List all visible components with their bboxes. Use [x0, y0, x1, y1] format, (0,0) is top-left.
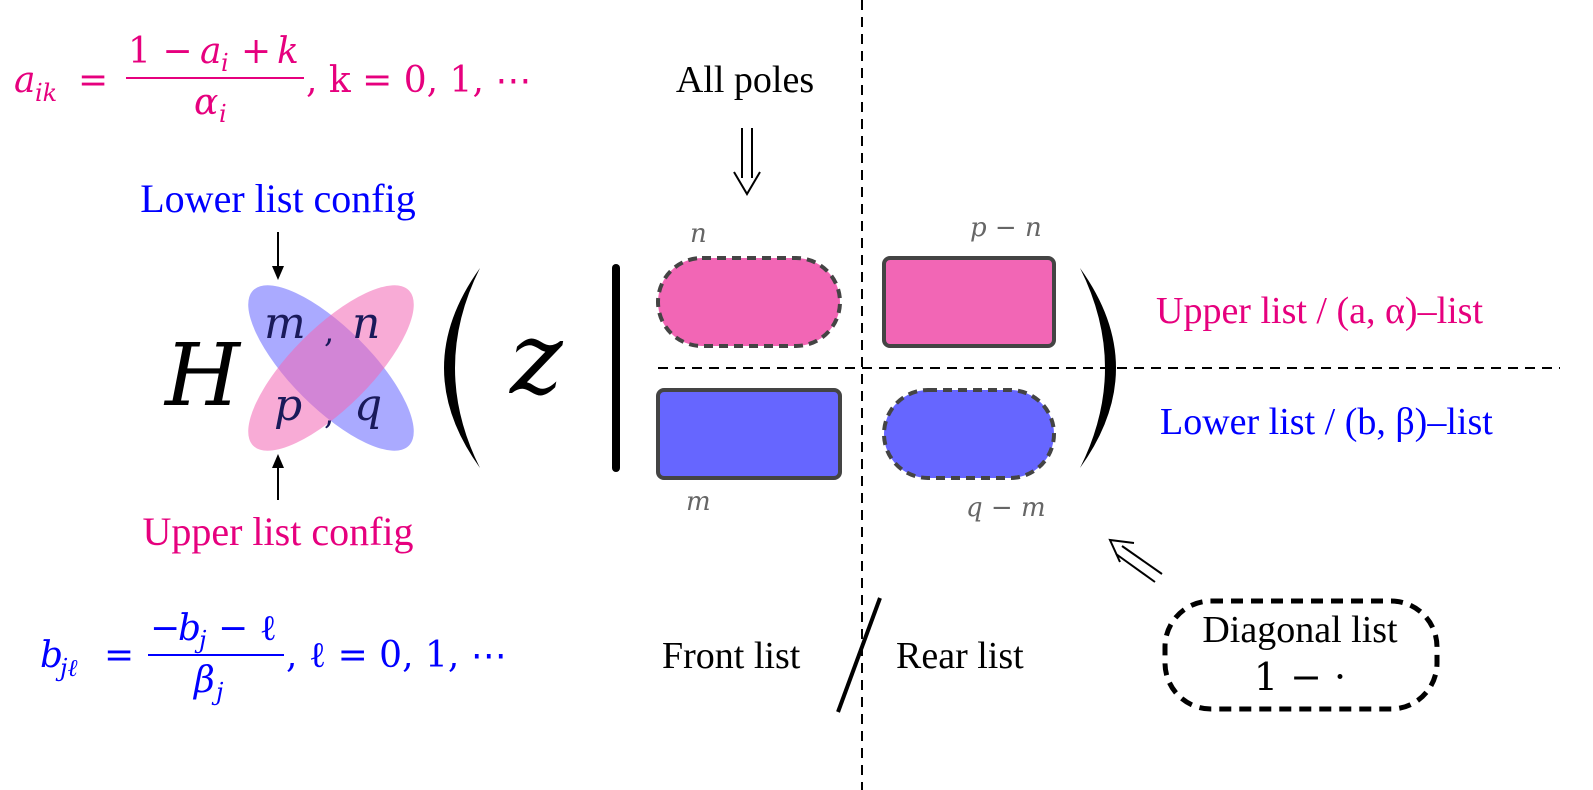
index-q: q: [354, 380, 382, 431]
H-symbol: H: [163, 326, 242, 426]
lower-config-arrow: [272, 232, 284, 280]
count-front-upper: n: [690, 219, 707, 249]
lower-list-label: Lower list / (b, β)–list: [1160, 401, 1493, 443]
comma-bottom: ,: [324, 394, 334, 432]
pink-ellipse: [248, 285, 414, 451]
formula-b-jl: b jℓ = − b j − ℓ β j , ℓ = 0, 1, ⋯: [40, 608, 507, 706]
formula-a-lhs-sub: ik: [35, 79, 57, 107]
formula-b-den-beta: β: [192, 660, 215, 701]
formula-a-equals: =: [78, 60, 108, 101]
formula-a-lhs: a: [14, 60, 35, 101]
formula-a-num-i: i: [221, 49, 229, 77]
front-rear-slash: [836, 597, 882, 713]
box-rear-lower: [882, 388, 1056, 480]
formula-a-den-alpha: α: [194, 82, 218, 123]
config-ellipses: [248, 285, 414, 451]
upper-list-label: Upper list / (a, α)–list: [1156, 290, 1483, 332]
formula-b-num-b: b: [178, 608, 201, 649]
formula-a-num-one: 1 −: [128, 31, 193, 72]
formula-a-tail: , k = 0, 1, ⋯: [306, 60, 531, 101]
upper-list-config-label: Upper list config: [142, 509, 413, 554]
comma-top: ,: [324, 312, 334, 350]
diagonal-list-label: Diagonal list: [1202, 609, 1398, 651]
count-rear-upper: p − n: [970, 213, 1042, 243]
all-poles-double-arrow: [733, 128, 761, 196]
formula-b-lhs-sub: jℓ: [55, 654, 77, 682]
box-front-upper: [656, 256, 842, 348]
formula-a-den-i: i: [219, 100, 227, 128]
box-front-lower: [656, 388, 842, 480]
rear-list-label: Rear list: [896, 635, 1024, 677]
formula-b-lhs: b: [40, 635, 63, 676]
formula-b-tail: , ℓ = 0, 1, ⋯: [286, 635, 507, 676]
formula-a-num-k: k: [277, 31, 299, 72]
variable-z: z: [509, 300, 564, 417]
diagonal-list-formula: 1 − ·: [1254, 655, 1346, 699]
left-parenthesis: [444, 268, 480, 468]
index-m: m: [264, 298, 306, 349]
formula-a-ik: a ik = 1 − a i + k α i , k = 0, 1, ⋯: [14, 31, 531, 128]
box-rear-upper: [882, 256, 1056, 348]
upper-config-arrow: [272, 454, 284, 500]
formula-a-num-plus: +: [241, 31, 271, 72]
diagonal-list-box: [1162, 598, 1440, 712]
formula-a-num-a: a: [200, 31, 221, 72]
formula-b-num-minus-ell: − ℓ: [218, 608, 277, 649]
all-poles-label: All poles: [676, 59, 814, 101]
count-front-lower: m: [686, 487, 711, 517]
index-p: p: [274, 380, 302, 431]
diagonal-double-arrow: [1108, 538, 1163, 583]
front-list-label: Front list: [662, 635, 801, 677]
formula-b-equals: =: [104, 635, 134, 676]
index-n: n: [352, 298, 380, 349]
formula-b-num-minus: −: [150, 608, 180, 649]
count-rear-lower: q − m: [966, 493, 1046, 523]
right-parenthesis: [1080, 268, 1116, 468]
lower-list-config-label: Lower list config: [140, 176, 416, 221]
